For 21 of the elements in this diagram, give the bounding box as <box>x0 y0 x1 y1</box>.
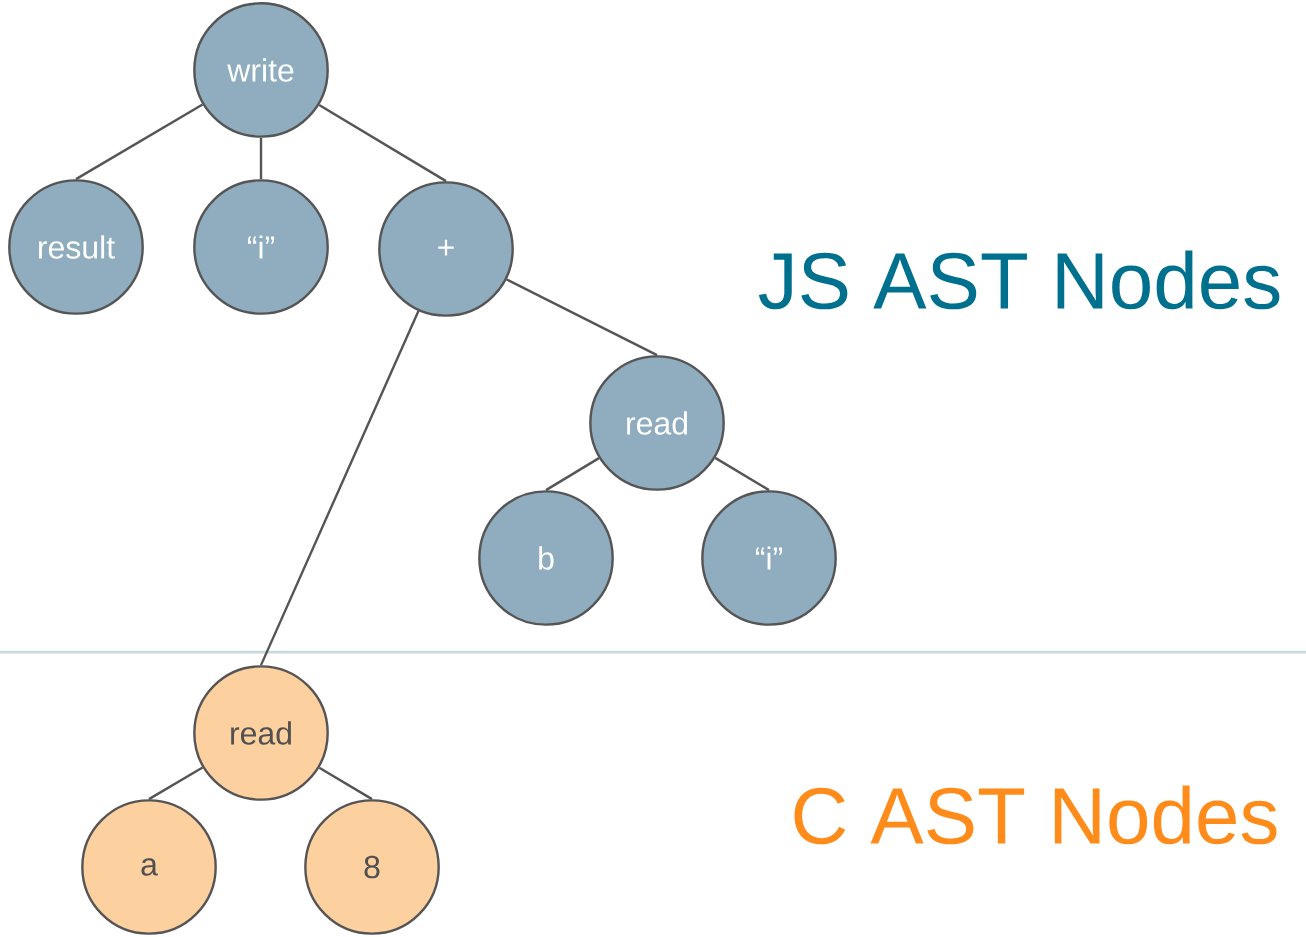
tree-edge <box>545 457 600 492</box>
tree-node: “i” <box>193 179 329 315</box>
tree-edge <box>714 456 770 492</box>
tree-node: a <box>81 799 217 935</box>
section-label: JS AST Nodes <box>758 250 1280 310</box>
tree-edge <box>259 137 263 180</box>
tree-edge <box>318 766 373 801</box>
section-label: C AST Nodes <box>794 785 1277 845</box>
tree-node: b <box>478 490 614 626</box>
tree-node: read <box>589 355 725 491</box>
tree-edge <box>318 103 447 183</box>
tree-node: 8 <box>304 799 440 935</box>
tree-edge <box>148 766 204 801</box>
tree-node: write <box>193 2 329 138</box>
tree-edge <box>506 278 658 357</box>
tree-edge <box>75 103 204 181</box>
tree-node: result <box>8 179 144 315</box>
tree-node: read <box>193 665 329 801</box>
tree-node: + <box>378 181 514 317</box>
tree-edge <box>259 310 420 666</box>
tree-node: “i” <box>701 490 837 626</box>
